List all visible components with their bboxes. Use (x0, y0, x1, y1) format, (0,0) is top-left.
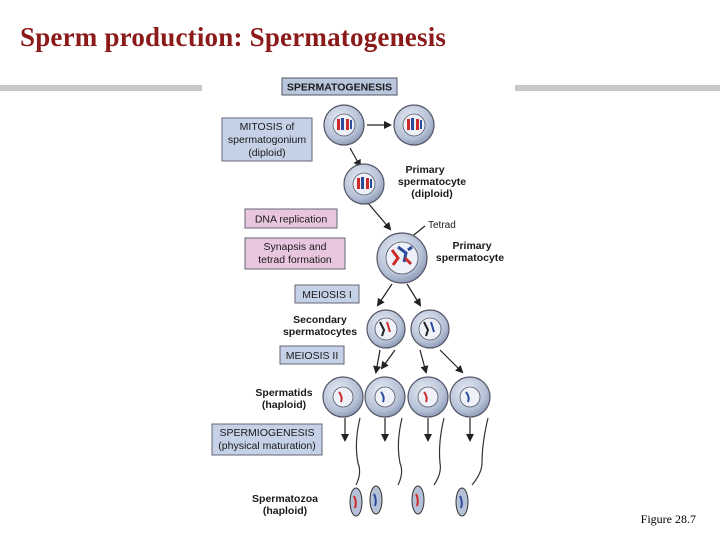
title-rule-right (515, 85, 720, 91)
label-spermatids-2: (haploid) (262, 399, 306, 411)
arrow-meiosis1-left (376, 283, 393, 307)
spermiogenesis-box: SPERMIOGENESIS (physical maturation) (211, 423, 323, 456)
spermatid-cell-4 (449, 376, 491, 418)
dna-replication-label: DNA replication (255, 214, 328, 226)
label-tetrad: Tetrad (428, 220, 456, 231)
slide-title: Sperm production: Spermatogenesis (20, 22, 447, 52)
mitosis-line-2: spermatogonium (228, 134, 306, 146)
spermatozoon-3 (411, 417, 445, 515)
synapsis-line-2: tetrad formation (258, 254, 332, 266)
arrow-to-tetrad (367, 202, 392, 231)
label-spermatozoa-2: (haploid) (263, 505, 307, 517)
arrow-meiosis2-a (373, 349, 382, 374)
dna-replication-box: DNA replication (244, 208, 338, 229)
meiosis-2-label: MEIOSIS II (286, 350, 339, 362)
label-spermatozoa-1: Spermatozoa (252, 493, 318, 505)
spermatid-cell-1 (322, 376, 364, 418)
arrow-meiosis1-right (406, 283, 422, 307)
arrow-to-primary (349, 147, 361, 168)
mitosis-box: MITOSIS of spermatogonium (diploid) (221, 117, 313, 162)
secondary-spermatocyte-cell-left (366, 309, 406, 349)
arrow-meiosis2-b (380, 349, 396, 370)
header-label: SPERMATOGENESIS (287, 82, 392, 94)
label-primary-spermatocyte-1: Primary (452, 240, 491, 252)
spermatid-cell-2 (364, 376, 406, 418)
spermatozoon-1 (349, 417, 363, 517)
meiosis-2-box: MEIOSIS II (279, 345, 345, 365)
spermiogenesis-line-2: (physical maturation) (218, 440, 315, 452)
spermatogonium-cell (323, 104, 365, 146)
primary-spermatocyte-diploid-cell (343, 163, 385, 205)
arrow-meiosis2-d (439, 349, 464, 374)
label-secondary-2: spermatocytes (283, 326, 357, 338)
spermatozoon-2 (369, 417, 403, 515)
spermatid-cell-3 (407, 376, 449, 418)
label-secondary-1: Secondary (293, 314, 347, 326)
figure-caption: Figure 28.7 (640, 512, 696, 526)
arrow-meiosis2-c (419, 349, 429, 374)
meiosis-1-box: MEIOSIS I (294, 284, 360, 304)
spermiogenesis-line-1: SPERMIOGENESIS (219, 427, 314, 439)
synapsis-line-1: Synapsis and (263, 241, 326, 253)
label-primary-line-1: Primary (405, 164, 444, 176)
spermatogenesis-header-box: SPERMATOGENESIS (281, 77, 398, 96)
label-primary-line-3: (diploid) (411, 188, 452, 200)
mitosis-line-3: (diploid) (248, 147, 285, 159)
synapsis-box: Synapsis and tetrad formation (244, 237, 346, 270)
label-primary-line-2: spermatocyte (398, 176, 466, 188)
flow-arrows (341, 121, 474, 442)
secondary-spermatocyte-cell-right (410, 309, 450, 349)
spermatogonium-daughter-cell (393, 104, 435, 146)
spermatozoon-4 (455, 417, 489, 517)
label-primary-spermatocyte-2: spermatocyte (436, 252, 504, 264)
primary-spermatocyte-tetrad-cell (376, 232, 428, 284)
meiosis-1-label: MEIOSIS I (302, 289, 352, 301)
mitosis-line-1: MITOSIS of (240, 121, 295, 133)
label-spermatids-1: Spermatids (255, 387, 312, 399)
title-rule-left (0, 85, 202, 91)
